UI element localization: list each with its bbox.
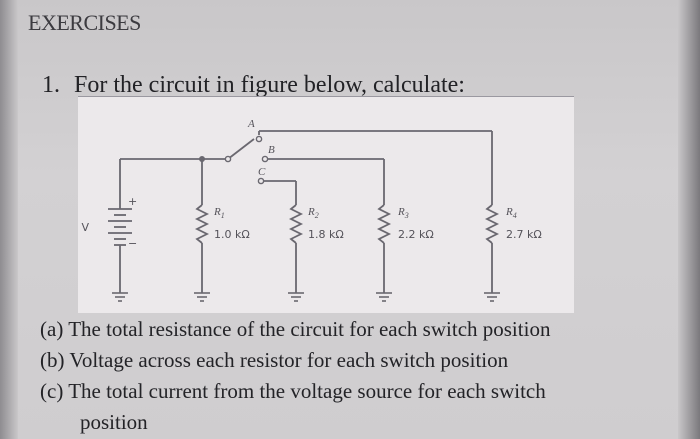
r2-value: 1.8 kΩ: [308, 228, 344, 241]
question-number: 1.: [42, 72, 60, 98]
photo-shadow-right: [678, 0, 700, 439]
question-prompt: 1. For the circuit in figure below, calcu…: [42, 72, 465, 99]
switch-label-b: B: [268, 144, 275, 156]
r4-value: 2.7 kΩ: [506, 228, 542, 241]
task-item-b: (b) Voltage across each resistor for eac…: [40, 348, 509, 372]
switch-label-c: C: [258, 166, 266, 178]
task-item-c: (c) The total current from the voltage s…: [40, 379, 546, 403]
photo-shadow-left: [0, 0, 18, 439]
circuit-figure: A B C 15 V + − R1 1.0 kΩ R2 1.8 kΩ R3 2.…: [78, 96, 574, 313]
r2-name: R2: [307, 206, 319, 220]
r3-value: 2.2 kΩ: [398, 228, 434, 241]
r1-name: R1: [213, 206, 225, 220]
source-plus-sign: +: [128, 195, 137, 208]
section-title: EXERCISES: [28, 10, 141, 35]
task-item-c-continuation: position: [80, 410, 148, 434]
source-minus-sign: −: [128, 237, 137, 250]
r4-name: R4: [505, 206, 517, 220]
circuit-diagram: A B C 15 V + − R1 1.0 kΩ R2 1.8 kΩ R3 2.…: [78, 118, 542, 302]
question-text: For the circuit in figure below, calcula…: [74, 72, 465, 98]
r3-name: R3: [397, 206, 409, 220]
r1-value: 1.0 kΩ: [214, 228, 250, 241]
source-voltage-label: 15 V: [78, 221, 89, 234]
task-list: (a) The total resistance of the circuit …: [40, 314, 550, 438]
task-item-a: (a) The total resistance of the circuit …: [40, 317, 551, 341]
switch-label-a: A: [247, 118, 255, 130]
